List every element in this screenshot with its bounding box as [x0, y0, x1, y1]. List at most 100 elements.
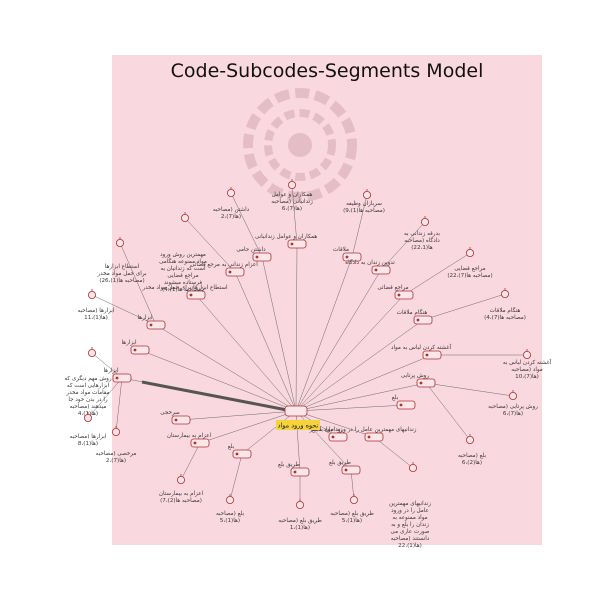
code-node[interactable]: سرخجی — [160, 410, 191, 425]
code-label: ابزارها — [121, 340, 137, 346]
code-label: ابزارها — [103, 368, 119, 374]
code-node[interactable]: زندانیهای مهمترین عامل را در ورود مواد م… — [309, 427, 417, 442]
code-link — [155, 324, 297, 412]
center-node[interactable]: نحوه ورود مواد — [276, 405, 320, 430]
code-node[interactable]: داشتن حامی — [236, 247, 272, 262]
code-link — [195, 294, 297, 412]
segment-link — [403, 252, 471, 296]
code-node[interactable]: روش پرتابی — [401, 373, 436, 388]
code-box — [396, 400, 416, 410]
segment-node[interactable]: مراجع قضایی(مصاحبه ها(7)،22) — [447, 247, 493, 279]
segment-link — [425, 382, 514, 397]
segment-link — [87, 377, 123, 419]
segment-link — [351, 194, 368, 258]
segment-link — [91, 294, 157, 326]
code-dot — [425, 353, 429, 357]
code-node[interactable]: ابزارها — [103, 368, 132, 383]
segment-circle — [180, 213, 189, 222]
segment-circle — [88, 348, 97, 357]
segment-circle — [226, 188, 235, 197]
code-box — [186, 290, 206, 300]
code-box — [232, 449, 252, 459]
segment-circle — [295, 500, 304, 509]
code-node[interactable]: اعزام زندانی به مرجع قضائی — [190, 262, 258, 277]
code-node[interactable]: طریق بلع — [278, 462, 310, 477]
segment-node[interactable]: هنگام ملاقات(مصاحبه ها(7)،4) — [484, 288, 526, 321]
code-node[interactable]: زندانیان با بلع — [311, 427, 348, 442]
links-layer — [121, 243, 433, 473]
code-box — [190, 438, 210, 448]
segment-link — [230, 192, 263, 258]
code-box — [130, 345, 150, 355]
code-node[interactable]: بلع — [392, 395, 416, 410]
code-label: بلع — [392, 395, 399, 401]
segment-link — [184, 217, 236, 273]
code-box — [371, 265, 391, 275]
code-node[interactable]: استطاع ابزارها برای حمل مواد مخدر — [141, 285, 228, 300]
code-dot — [149, 323, 153, 327]
code-label: آغشته کردن لباس به مواد — [391, 344, 451, 351]
code-node[interactable]: تدوین زندان به دادگاه — [345, 258, 395, 275]
segment-circle — [116, 238, 125, 247]
code-label: هنگام ملاقات — [397, 308, 428, 316]
code-dot — [255, 255, 259, 259]
code-node[interactable]: ابزارها — [121, 340, 150, 355]
code-node[interactable]: همکاران و عوامل زندانبانی — [255, 233, 317, 249]
code-label: روش پرتابی — [401, 373, 429, 379]
code-box — [413, 315, 433, 325]
code-node[interactable]: ابزارها — [137, 315, 166, 330]
code-label: سرخجی — [160, 410, 180, 416]
code-link — [295, 404, 407, 412]
segment-node[interactable]: سربازان وظیفه(مصاحبه ها(1)،9) — [343, 189, 385, 214]
code-box — [328, 432, 348, 442]
code-node[interactable]: آغشته کردن لباس به مواد — [391, 344, 451, 360]
code-box — [287, 239, 307, 249]
code-node[interactable]: اعزام به بیمارستان — [167, 433, 212, 448]
segment-circle — [225, 495, 234, 504]
code-node[interactable]: مراجع قضائی — [377, 285, 414, 300]
code-node[interactable]: بلع — [228, 444, 252, 459]
segment-circle — [465, 435, 474, 444]
watermark — [243, 88, 357, 202]
code-link — [295, 382, 427, 412]
segment-node[interactable]: اعزام به بیمارستان(مصاحبه ها(2)،7) — [159, 474, 204, 504]
code-label: طریق بلع — [278, 462, 300, 468]
code-node[interactable]: طریق بلع — [329, 460, 361, 475]
code-label: بلع — [228, 444, 235, 450]
code-node[interactable]: ملاقات — [333, 247, 362, 262]
code-node[interactable]: هنگام ملاقات — [397, 308, 433, 325]
segment-circle — [500, 289, 509, 298]
code-link — [295, 256, 353, 412]
code-box — [252, 252, 272, 262]
code-link — [199, 410, 297, 444]
code-dot — [344, 468, 348, 472]
code-label: ملاقات — [333, 247, 349, 253]
code-label: تدوین زندان به دادگاه — [345, 258, 395, 266]
code-dot — [331, 435, 335, 439]
segment-label: اعزام به بیمارستان(مصاحبه ها(2)،7) — [159, 491, 204, 504]
